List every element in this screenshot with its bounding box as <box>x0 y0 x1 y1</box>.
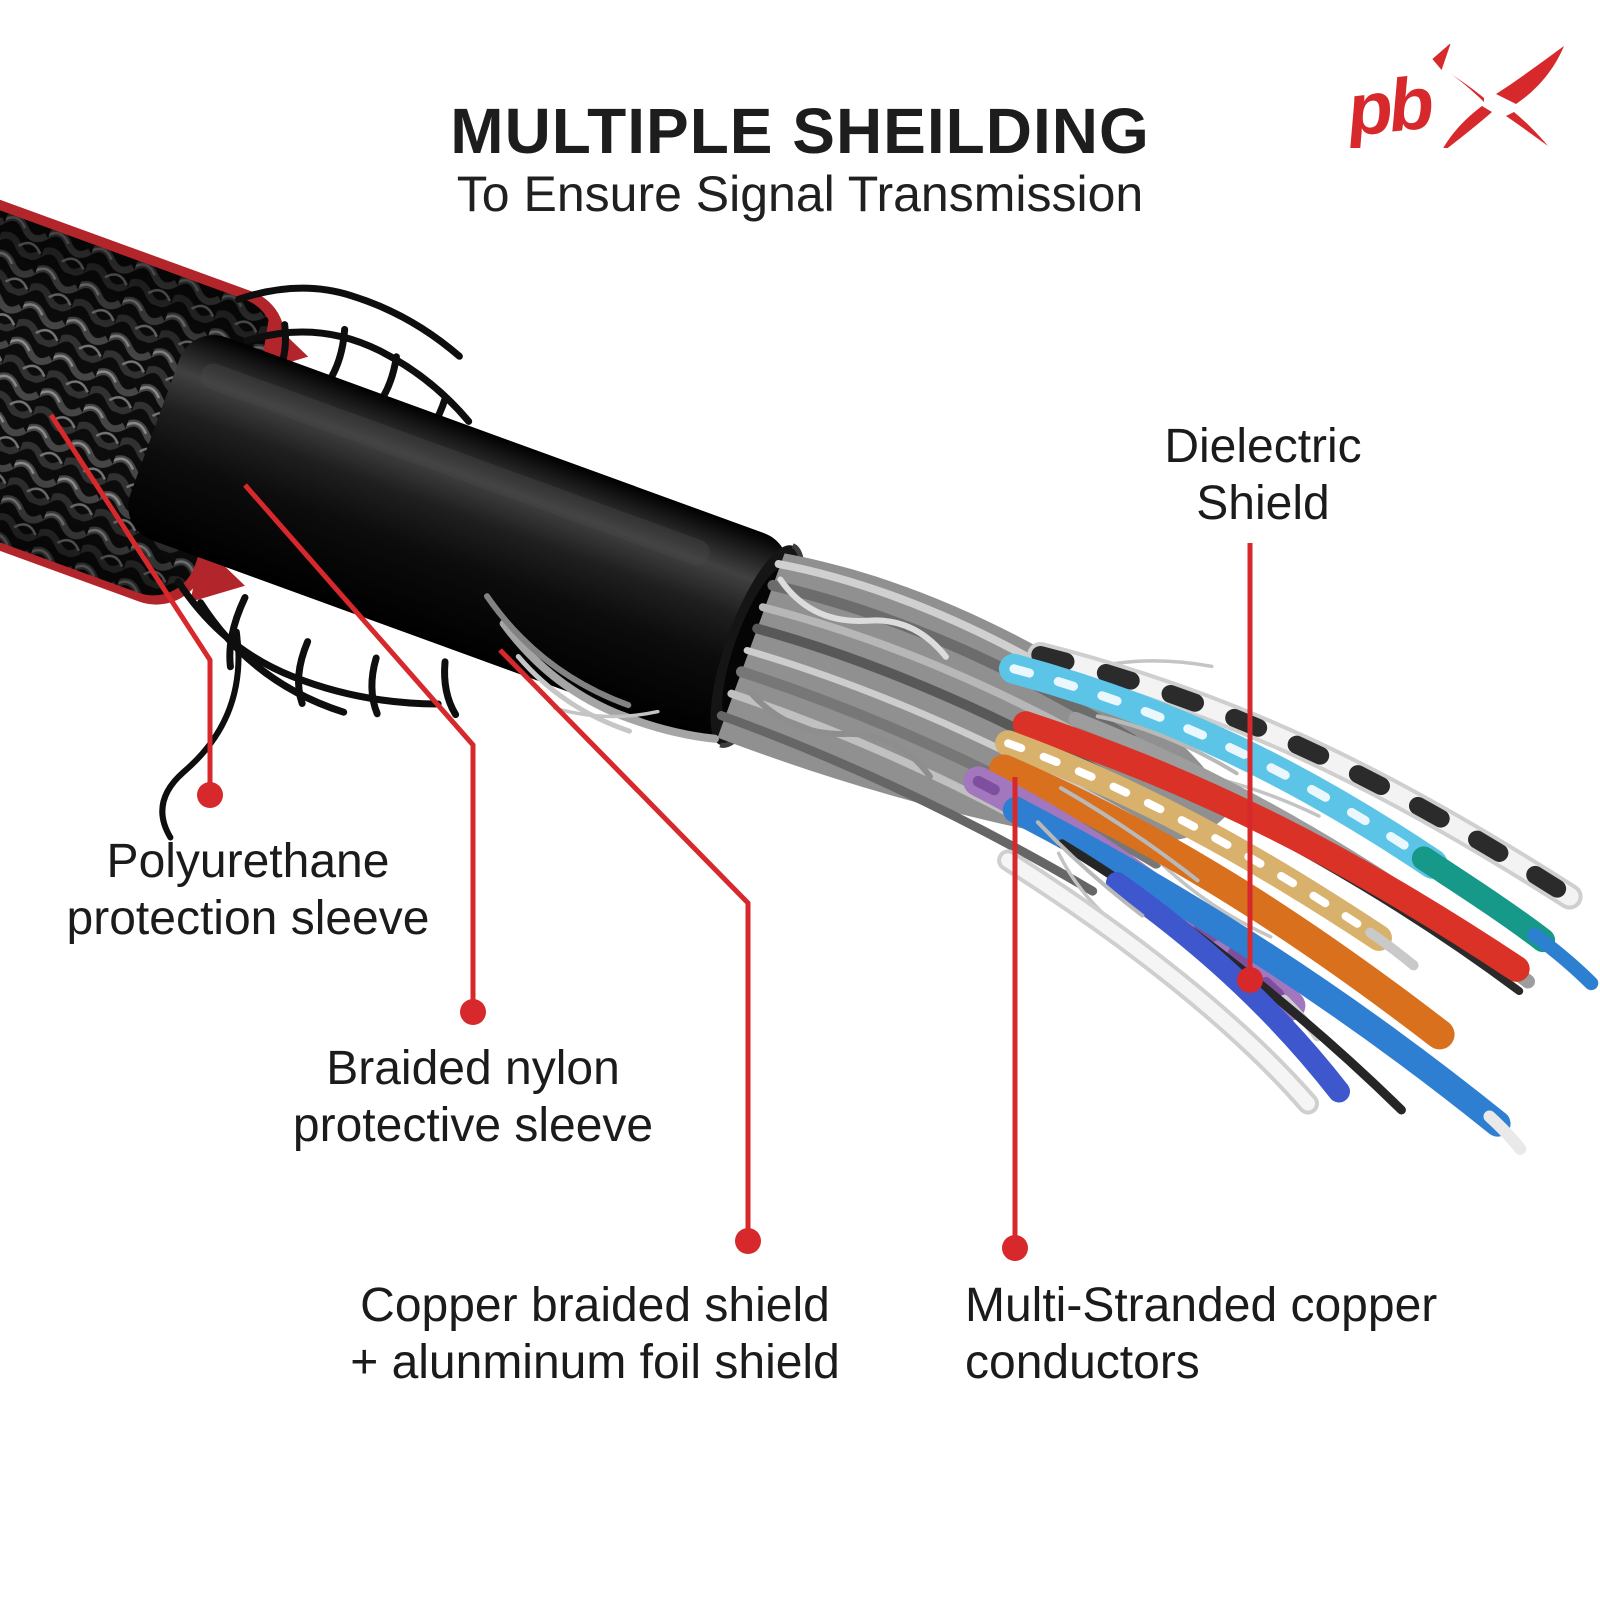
callout-label-line: Shield <box>1196 477 1330 530</box>
callout-line-braided-nylon <box>243 483 476 1012</box>
callout-line-copper-braid <box>498 648 751 1241</box>
braid-wisps <box>1035 714 1239 918</box>
callout-label-line: Multi-Stranded copper <box>965 1279 1438 1332</box>
pbx-logo-wordmark: pb <box>1346 44 1451 148</box>
callout-label-polyurethane: Polyurethane protection sleeve <box>67 833 430 947</box>
pbx-logo-x-star-icon <box>1443 46 1564 148</box>
callout-dot-multi-stranded <box>1002 1235 1028 1261</box>
callout-label-line: conductors <box>965 1336 1200 1389</box>
callout-dot-dielectric <box>1237 967 1263 993</box>
callout-label-braided-nylon: Braided nylon protective sleeve <box>293 1040 653 1154</box>
callout-label-line: Polyurethane <box>106 835 390 888</box>
callout-label-multi-stranded: Multi-Stranded copper conductors <box>965 1277 1437 1391</box>
callout-dot-polyurethane <box>197 782 223 808</box>
callout-dot-braided-nylon <box>460 999 486 1025</box>
callout-label-line: Braided nylon <box>326 1042 620 1095</box>
callout-label-copper-braid: Copper braided shield + alunminum foil s… <box>350 1277 840 1391</box>
callout-line-polyurethane <box>48 413 213 795</box>
callout-dot-copper-braid <box>735 1228 761 1254</box>
pbx-logo: pb <box>1346 44 1564 148</box>
callout-label-line: Copper braided shield <box>360 1279 830 1332</box>
callout-label-dielectric: Dielectric Shield <box>1164 418 1361 532</box>
callout-label-line: protective sleeve <box>292 1099 654 1152</box>
callout-label-line: + alunminum foil shield <box>350 1336 840 1389</box>
svg-text:pb: pb <box>1346 60 1436 148</box>
page-subtitle: To Ensure Signal Transmission <box>456 166 1144 222</box>
callout-label-line: Dielectric <box>1164 420 1362 473</box>
page-title: MULTIPLE SHEILDING <box>450 95 1150 167</box>
callout-label-line: protection sleeve <box>66 892 430 945</box>
